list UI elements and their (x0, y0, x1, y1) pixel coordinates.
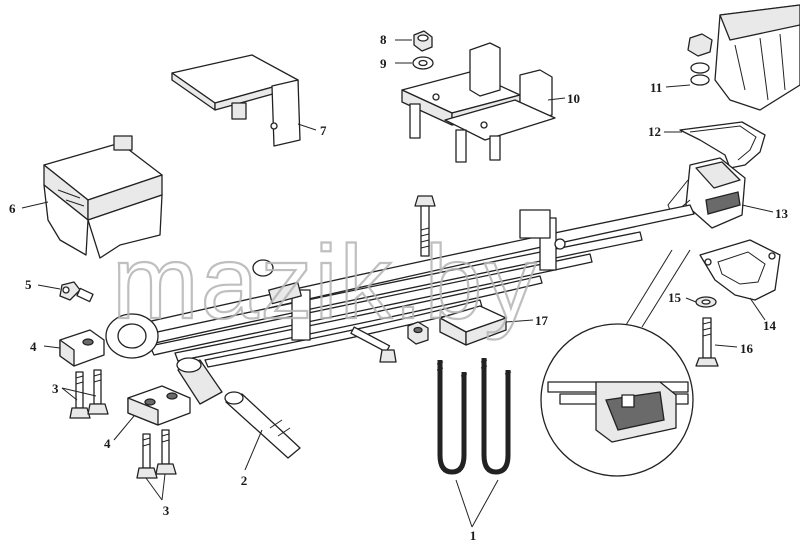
callout-10: 10 (567, 91, 580, 106)
callout-1: 1 (470, 528, 477, 543)
part-2-pin (176, 357, 301, 459)
part-11-housing (687, 4, 800, 111)
callout-6: 6 (9, 201, 16, 216)
center-nut (407, 321, 429, 345)
callout-3-lower: 3 (163, 503, 170, 518)
part-3-bolts-lower (136, 429, 177, 479)
part-10-bracket (401, 42, 556, 163)
part-14-bracket (699, 239, 781, 301)
callout-2: 2 (241, 473, 248, 488)
callout-16: 16 (740, 341, 754, 356)
part-3-bolts-upper (69, 369, 109, 419)
part-17-spacer (439, 305, 507, 346)
callout-5: 5 (25, 277, 32, 292)
callout-9: 9 (380, 56, 387, 71)
part-5-fitting (59, 281, 94, 303)
part-9-washer (412, 56, 434, 70)
callout-7: 7 (320, 123, 327, 138)
callout-14: 14 (763, 318, 777, 333)
callout-4-lower: 4 (104, 436, 111, 451)
part-7-bracket (171, 54, 301, 147)
part-13-shackle (667, 157, 746, 229)
callout-4-upper: 4 (30, 339, 37, 354)
leaf-spring (105, 204, 695, 368)
callout-8: 8 (380, 32, 387, 47)
callout-15: 15 (668, 290, 682, 305)
side-bolt (350, 326, 397, 363)
callout-13: 13 (775, 206, 789, 221)
callout-12: 12 (648, 124, 661, 139)
watermark-text: mazik.by (112, 225, 538, 341)
part-4-clamp-lower (127, 385, 191, 426)
part-8-nut (413, 30, 433, 52)
part-6-buffer (43, 135, 163, 259)
callout-17: 17 (535, 313, 549, 328)
callout-11: 11 (650, 80, 662, 95)
center-bolt (414, 195, 436, 257)
part-4-clamp-upper (59, 329, 105, 367)
part-1-ubolts (436, 358, 512, 475)
part-16-bolt (695, 317, 719, 367)
leader-lines (21, 39, 774, 528)
callout-labels: 1 2 3 3 4 4 5 6 7 8 9 10 11 12 13 14 15 … (9, 32, 789, 543)
callout-3-upper: 3 (52, 381, 59, 396)
part-12-gasket (679, 121, 766, 169)
detail-view (540, 249, 694, 477)
part-15-washer (695, 296, 717, 308)
